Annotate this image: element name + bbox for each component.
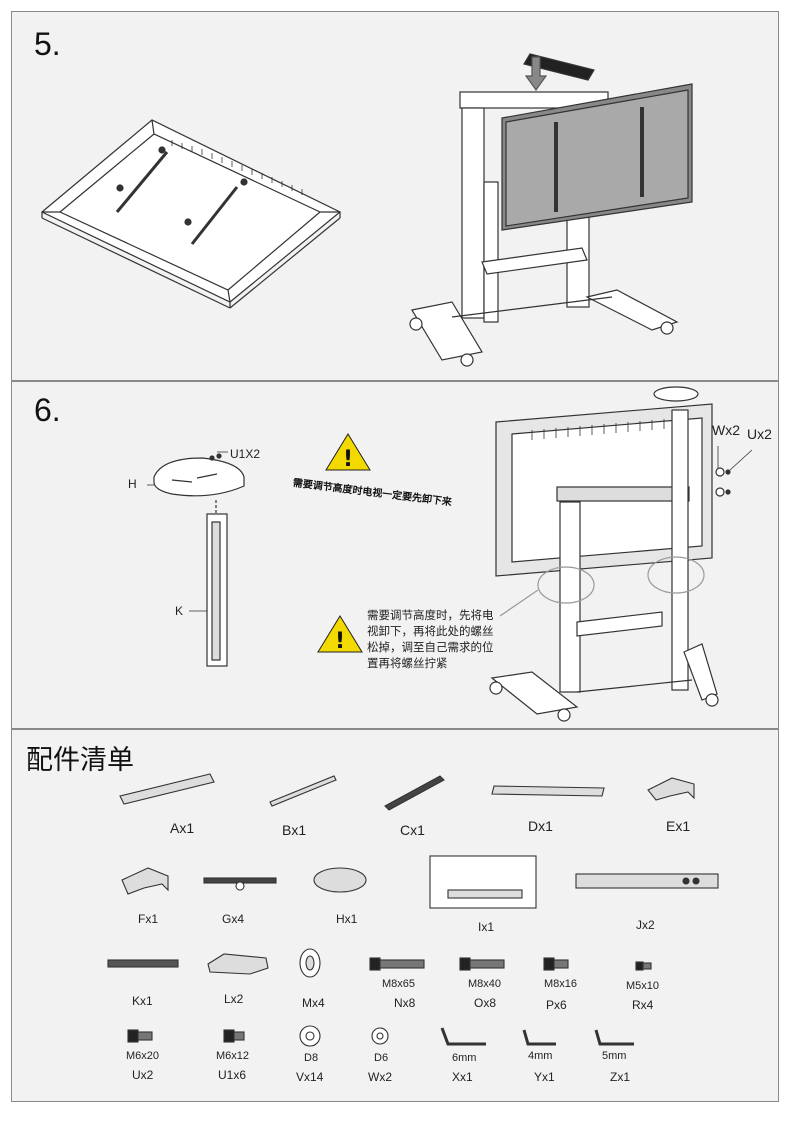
part-y-icon [522,1029,556,1046]
part-label: Jx2 [636,918,655,932]
stand-detail-drawing [489,386,753,722]
parts-list-title: 配件清单 [26,745,134,776]
step-5-panel: 5. [11,11,779,381]
part-spec: M8x65 [382,978,416,990]
part-label: U1x6 [218,1068,247,1082]
part-label: Lx2 [224,992,244,1006]
part-spec: 6mm [452,1052,477,1064]
part-k-icon [107,959,179,968]
part-label: Bx1 [282,822,307,838]
callout-h: H [128,477,137,491]
part-label: Ox8 [474,996,497,1010]
part-spec: 4mm [528,1050,553,1062]
part-label: Yx1 [534,1070,555,1084]
part-label: Gx4 [222,912,245,926]
part-label: Nx8 [394,996,416,1010]
part-u-icon [127,1029,153,1043]
part-a-icon [119,773,215,805]
part-spec: M5x10 [626,980,660,992]
part-label: Cx1 [400,822,425,838]
part-j-icon [575,873,719,889]
part-h-icon [313,867,367,893]
part-n-icon [369,957,425,971]
warning-note: 需要调节高度时，先将电视卸下，再将此处的螺丝松掉，调至自己需求的位置再将螺丝拧紧 [367,608,494,670]
part-label: Rx4 [632,998,654,1012]
callout-w: Wx2 [712,422,740,438]
svg-text:!: ! [335,629,345,654]
part-x-icon [440,1027,486,1046]
part-w-icon [371,1027,389,1045]
part-b-icon [269,775,337,807]
part-c-icon [384,775,445,811]
part-label: Vx14 [296,1070,324,1084]
part-label: Fx1 [138,912,159,926]
part-spec: 5mm [602,1050,627,1062]
part-spec: D8 [304,1052,319,1064]
part-u1-icon [223,1029,245,1043]
part-spec: D6 [374,1052,389,1064]
parts-illustrations [107,773,719,1047]
part-r-icon [635,961,652,971]
step-6-panel: 6. ! ! [11,381,779,729]
part-label: Kx1 [132,994,153,1008]
part-spec: M6x12 [216,1050,250,1062]
part-label: Zx1 [610,1070,631,1084]
part-label: Dx1 [528,818,553,834]
step-number: 6. [34,392,61,428]
part-l-icon [207,953,269,975]
callout-ux: Ux2 [747,426,772,442]
part-p-icon [543,957,569,971]
step-5-illustration [40,53,693,367]
part-z-icon [594,1029,634,1046]
part-o-icon [459,957,505,971]
part-spec: M8x40 [468,978,502,990]
stand-with-tv-drawing [409,53,693,367]
part-spec: M8x16 [544,978,578,990]
part-label: Ax1 [170,820,195,836]
parts-list-panel: 配件清单 [11,729,779,1102]
warning-icon: ! [317,615,363,654]
part-g-icon [203,877,277,891]
tray-and-pole-drawing [147,451,245,667]
part-m-icon [299,948,321,978]
part-label: Ex1 [666,818,691,834]
callout-k: K [175,604,184,618]
part-label: Ux2 [132,1068,154,1082]
callout-u1: U1X2 [230,447,261,461]
part-label: Xx1 [452,1070,473,1084]
tv-flat-drawing [40,119,342,309]
step-6-illustration: ! ! [147,386,753,722]
step-number: 5. [34,26,61,62]
warning-icon: ! [325,433,371,472]
part-label: Wx2 [368,1070,392,1084]
part-f-icon [121,867,169,895]
part-v-icon [299,1025,321,1047]
part-i-icon [429,855,537,909]
part-label: Mx4 [302,996,325,1010]
part-spec: M6x20 [126,1050,160,1062]
part-label: Px6 [546,998,567,1012]
svg-text:!: ! [343,447,353,472]
part-label: Ix1 [478,920,495,934]
part-d-icon [491,785,605,797]
part-label: Hx1 [336,912,358,926]
part-e-icon [647,777,695,801]
